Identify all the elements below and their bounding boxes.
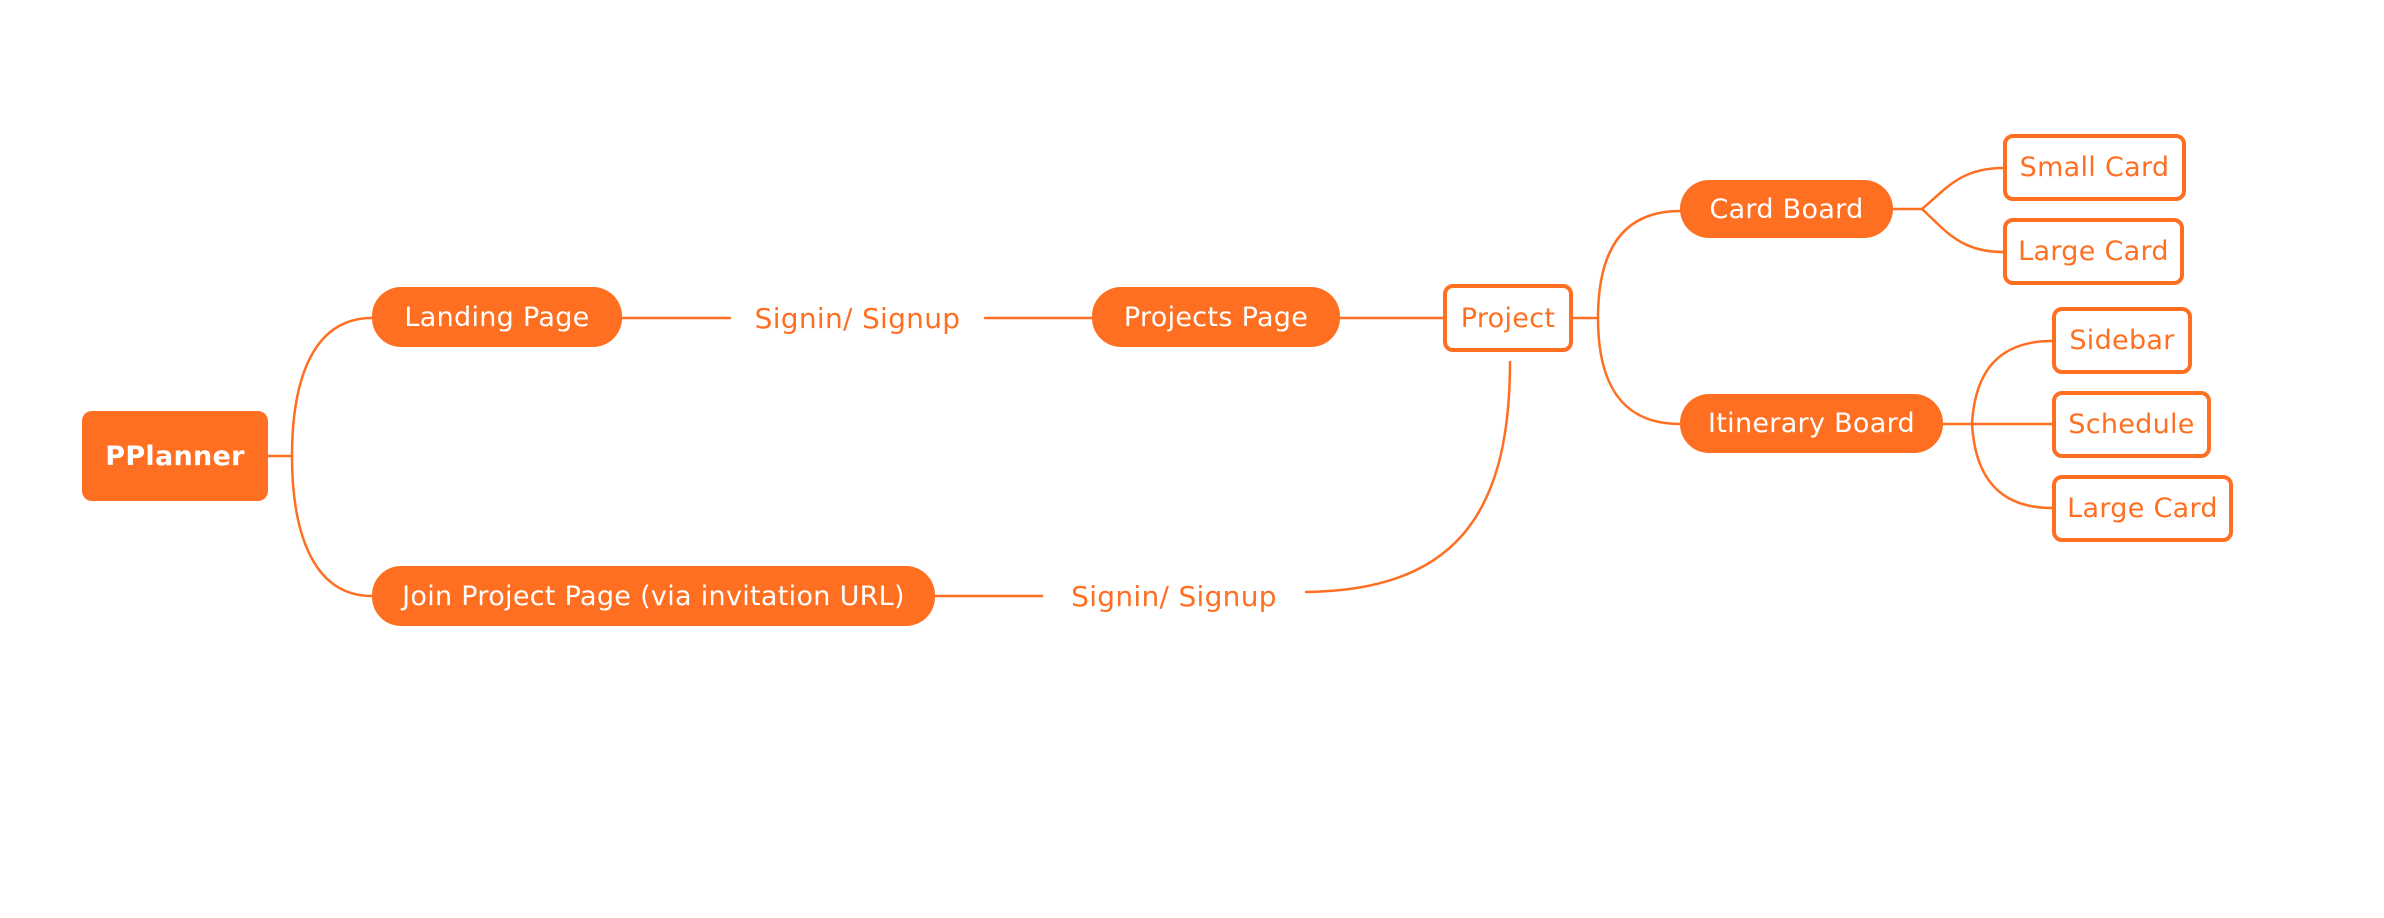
node-project: Project — [1443, 284, 1573, 352]
node-projects-page: Projects Page — [1092, 287, 1340, 347]
edge-root-join-project-page — [290, 454, 374, 598]
node-signin-signup-top: Signin/ Signup — [754, 301, 961, 335]
node-signin-signup-bottom: Signin/ Signup — [1071, 579, 1277, 613]
edge-card-board-small-card — [1891, 166, 2005, 211]
node-itinerary-board: Itinerary Board — [1680, 394, 1943, 453]
root-node-pplanner: PPlanner — [82, 411, 268, 501]
node-small-card: Small Card — [2003, 134, 2186, 201]
edge-project-card-board — [1571, 209, 1682, 320]
node-card-board: Card Board — [1680, 180, 1893, 238]
edge-project-itinerary-board — [1596, 316, 1682, 426]
node-large-card-bottom: Large Card — [2052, 475, 2233, 542]
edge-root-landing-page — [266, 316, 374, 458]
node-landing-page: Landing Page — [372, 287, 622, 347]
node-sidebar: Sidebar — [2052, 307, 2192, 374]
node-schedule: Schedule — [2052, 391, 2211, 458]
node-large-card-top: Large Card — [2003, 218, 2184, 285]
edge-itinerary-large-card — [1970, 422, 2054, 510]
node-join-project-page: Join Project Page (via invitation URL) — [372, 566, 935, 626]
edge-itinerary-sidebar — [1941, 339, 2054, 426]
edge-card-board-large-card — [1920, 207, 2005, 254]
edge-signin-project — [1304, 360, 1512, 594]
